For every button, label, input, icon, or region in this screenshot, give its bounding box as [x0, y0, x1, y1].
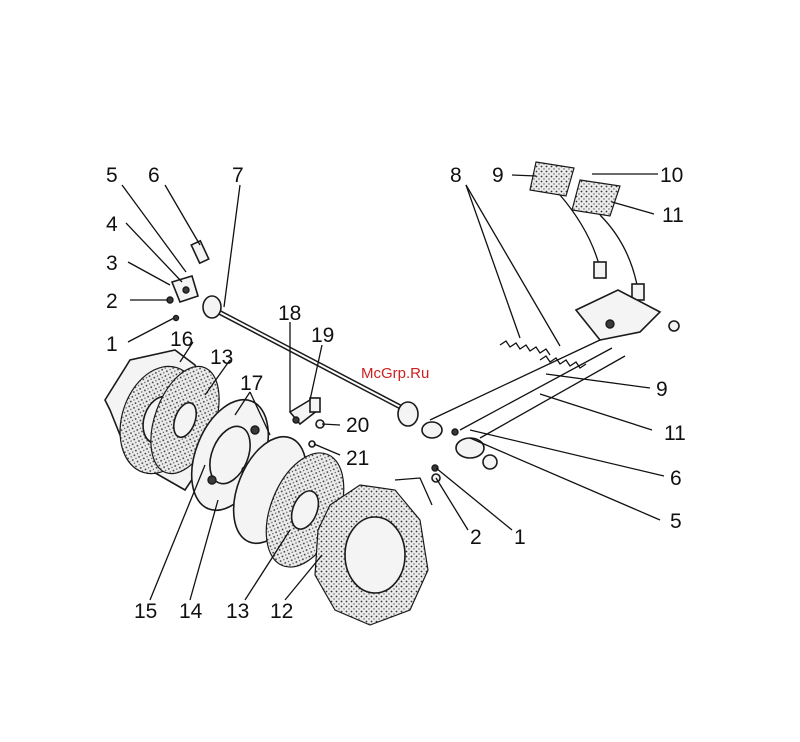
callout-label-4: 4 [106, 213, 118, 236]
brake-cover-12 [314, 477, 433, 626]
callout-label-21: 21 [346, 447, 369, 470]
callout-label-1-left: 1 [106, 333, 118, 356]
callout-label-10: 10 [660, 164, 683, 187]
callout-label-9-right: 9 [656, 378, 668, 401]
parts-drawing [104, 161, 680, 626]
callout-labels: 1 2 3 4 5 6 7 8 9 10 11 16 13 17 18 19 2… [106, 164, 686, 623]
callout-label-2-right: 2 [470, 526, 482, 549]
callout-label-11-right: 11 [664, 422, 686, 445]
lever-left-assembly [166, 239, 210, 322]
callout-label-20: 20 [346, 414, 369, 437]
callout-label-16: 16 [170, 328, 193, 351]
callout-label-12: 12 [270, 600, 293, 623]
lever-18-19 [288, 397, 325, 448]
callout-label-17: 17 [240, 372, 263, 395]
watermark-text: McGrp.Ru [361, 365, 429, 382]
callout-label-14: 14 [179, 600, 203, 623]
callout-label-11-top: 11 [662, 204, 684, 227]
callout-label-8: 8 [450, 164, 462, 187]
callout-label-13-upper: 13 [210, 346, 233, 369]
pedal-assembly [421, 161, 680, 483]
callout-label-1-right: 1 [514, 526, 526, 549]
callout-label-15: 15 [134, 600, 157, 623]
callout-label-9-top: 9 [492, 164, 504, 187]
shaft-7 [202, 295, 419, 427]
leader-lines [121, 173, 665, 601]
callout-label-18: 18 [278, 302, 301, 325]
callout-label-6-right: 6 [670, 467, 682, 490]
callout-label-6-left: 6 [148, 164, 160, 187]
callout-label-7: 7 [232, 164, 244, 187]
callout-label-5-left: 5 [106, 164, 118, 187]
callout-label-13-lower: 13 [226, 600, 249, 623]
callout-label-2-left: 2 [106, 290, 118, 313]
callout-label-5-right: 5 [670, 510, 682, 533]
callout-label-3: 3 [106, 252, 118, 275]
callout-label-19: 19 [311, 324, 334, 347]
